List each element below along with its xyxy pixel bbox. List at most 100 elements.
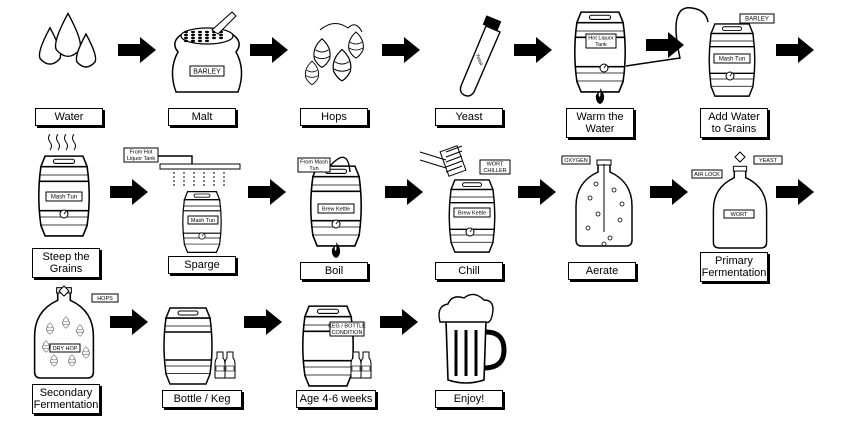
svg-text:Tun: Tun bbox=[309, 166, 318, 172]
hop-cone-icon bbox=[304, 60, 320, 86]
step-label-text: Bottle / Keg bbox=[173, 393, 231, 405]
gauge-icon bbox=[59, 209, 69, 219]
bottle-icon bbox=[360, 351, 372, 379]
svg-text:AIR LOCK: AIR LOCK bbox=[694, 172, 720, 178]
svg-text:From Hot: From Hot bbox=[130, 150, 153, 156]
step-label-14: Bottle / Keg bbox=[162, 390, 242, 408]
step-label-text: Secondary Fermentation bbox=[33, 387, 99, 411]
gauge-icon bbox=[725, 71, 735, 81]
svg-text:BARLEY: BARLEY bbox=[745, 17, 769, 23]
step-label-text: Primary Fermentation bbox=[701, 255, 767, 279]
keg-icon bbox=[302, 305, 354, 387]
carboy-icon bbox=[33, 286, 95, 379]
hop-cone-icon bbox=[348, 31, 364, 59]
bottle-keg-icon bbox=[163, 307, 236, 385]
bottle-icon bbox=[214, 351, 226, 379]
svg-text:Liquor Tank: Liquor Tank bbox=[127, 156, 156, 162]
flow-arrow-1 bbox=[118, 37, 156, 63]
step-label-2: Malt bbox=[168, 108, 236, 126]
oxygen-tag: OXYGEN bbox=[561, 155, 591, 165]
svg-text:Mash Tun: Mash Tun bbox=[719, 57, 745, 63]
step-label-8: Sparge bbox=[168, 256, 236, 274]
primary-fermentation-icon: WORT AIR LOCK YEAST bbox=[691, 151, 783, 249]
flow-arrow-13 bbox=[110, 309, 148, 335]
mash-tun-add-water-icon: Mash Tun BARLEY bbox=[625, 7, 775, 97]
step-label-text: Enjoy! bbox=[453, 393, 485, 405]
step-label-text: Steep the Grains bbox=[42, 251, 90, 275]
svg-text:Yeast: Yeast bbox=[474, 53, 484, 67]
flow-arrow-9 bbox=[385, 179, 423, 205]
svg-text:Mash Tun: Mash Tun bbox=[51, 195, 77, 201]
step-label-text: Yeast bbox=[455, 111, 483, 123]
air-lock-tag: AIR LOCK bbox=[691, 169, 723, 179]
svg-text:CONDITION: CONDITION bbox=[332, 330, 363, 336]
step-label-10: Chill bbox=[435, 262, 503, 280]
flow-arrow-12 bbox=[776, 179, 814, 205]
mash-tun-tag: Mash Tun bbox=[187, 215, 219, 225]
svg-text:WORT: WORT bbox=[487, 162, 504, 168]
step-label-text: Chill bbox=[458, 265, 480, 277]
gauge-icon bbox=[599, 63, 609, 73]
flow-arrow-15 bbox=[380, 309, 418, 335]
svg-text:DRY HOP: DRY HOP bbox=[53, 346, 78, 352]
svg-text:Brew Kettle: Brew Kettle bbox=[458, 210, 486, 216]
step-label-3: Hops bbox=[300, 108, 368, 126]
gauge-icon bbox=[331, 219, 341, 229]
hop-cone-icon bbox=[332, 48, 352, 82]
steep-grains-icon: Mash Tun bbox=[38, 133, 90, 237]
svg-text:Mash Tun: Mash Tun bbox=[191, 218, 215, 224]
step-label-text: Water bbox=[54, 111, 84, 123]
barley-tag: BARLEY bbox=[739, 13, 775, 24]
bottle-icon bbox=[224, 351, 236, 379]
flow-arrow-6 bbox=[776, 37, 814, 63]
svg-text:KEG / BOTTLE: KEG / BOTTLE bbox=[328, 324, 366, 330]
keg-icon bbox=[163, 307, 213, 385]
step-label-7: Steep the Grains bbox=[32, 248, 100, 278]
step-label-5: Warm the Water bbox=[566, 108, 634, 138]
step-label-text: Boil bbox=[324, 265, 344, 277]
step-label-12: Primary Fermentation bbox=[700, 252, 768, 282]
flow-arrow-7 bbox=[110, 179, 148, 205]
aerate-icon: OXYGEN bbox=[561, 155, 633, 247]
svg-text:WORT: WORT bbox=[731, 212, 748, 218]
gauge-icon bbox=[465, 227, 475, 237]
hops-icon bbox=[304, 23, 364, 86]
step-label-9: Boil bbox=[300, 262, 368, 280]
malt-sack-icon: BARLEY bbox=[171, 11, 243, 93]
svg-text:Tank: Tank bbox=[595, 42, 607, 48]
step-label-6: Add Water to Grains bbox=[700, 108, 768, 138]
bottle-icon bbox=[350, 351, 362, 379]
step-label-11: Aerate bbox=[568, 262, 636, 280]
step-label-text: Age 4-6 weeks bbox=[299, 393, 373, 405]
svg-text:From Mash: From Mash bbox=[300, 160, 328, 166]
step-label-16: Enjoy! bbox=[435, 390, 503, 408]
malt-sack-tag: BARLEY bbox=[189, 65, 225, 77]
yeast-vial-icon: Yeast bbox=[459, 15, 502, 97]
step-label-text: Aerate bbox=[585, 265, 619, 277]
keg-icon bbox=[574, 11, 626, 93]
hop-cone-icon bbox=[313, 38, 331, 68]
brew-kettle-tag: Brew Kettle bbox=[453, 207, 491, 218]
svg-text:Brew Kettle: Brew Kettle bbox=[322, 206, 350, 212]
flow-arrow-11 bbox=[650, 179, 688, 205]
brew-kettle-tag: Brew Kettle bbox=[317, 203, 355, 214]
svg-text:YEAST: YEAST bbox=[759, 158, 778, 164]
step-label-text: Malt bbox=[191, 111, 213, 123]
step-label-text: Sparge bbox=[184, 259, 220, 271]
gauge-icon bbox=[198, 232, 206, 240]
step-label-15: Age 4-6 weeks bbox=[296, 390, 376, 408]
mash-tun-tag: Mash Tun bbox=[45, 191, 83, 202]
flow-arrow-3 bbox=[382, 37, 420, 63]
